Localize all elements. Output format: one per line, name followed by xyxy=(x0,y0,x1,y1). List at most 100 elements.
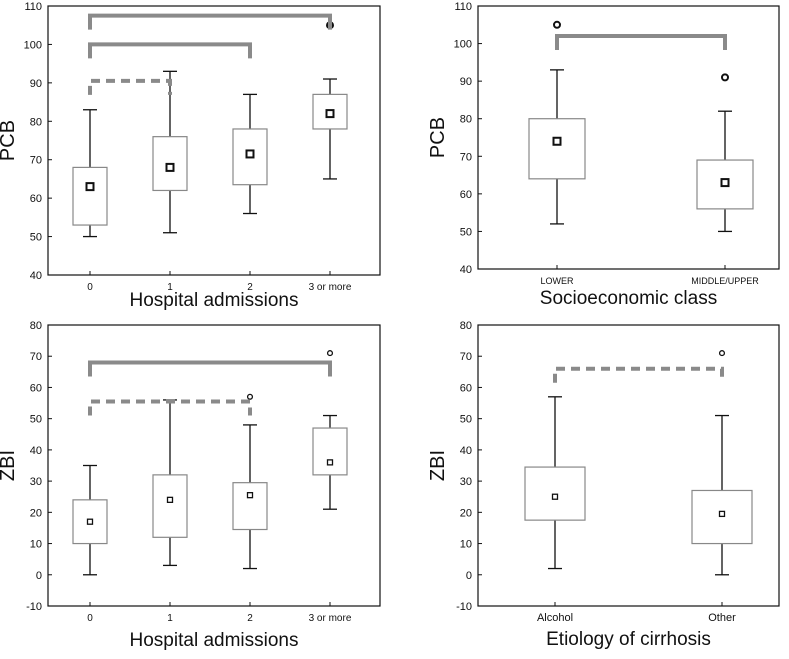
y-tick-label: 80 xyxy=(30,116,42,128)
y-tick-label: 100 xyxy=(24,39,42,51)
box-3 xyxy=(232,393,268,570)
box-1 xyxy=(524,396,586,570)
y-axis-title: PCB xyxy=(427,117,449,158)
outlier-point xyxy=(246,393,254,400)
significance-bracket-1 xyxy=(88,78,172,95)
x-tick-label: 0 xyxy=(87,613,93,624)
median-marker xyxy=(85,182,95,192)
y-tick-label: 110 xyxy=(24,1,42,13)
y-tick-label: 50 xyxy=(30,414,42,426)
median-marker xyxy=(165,162,175,172)
x-tick-label: 1 xyxy=(167,613,173,624)
x-tick-label: 3 or more xyxy=(309,282,352,293)
x-axis-title: Socioeconomic class xyxy=(540,288,717,309)
x-axis-title: Etiology of cirrhosis xyxy=(546,629,711,650)
y-tick-label: 10 xyxy=(30,539,42,551)
y-tick-label: 70 xyxy=(460,151,472,163)
significance-bracket-2 xyxy=(88,360,332,377)
box-1 xyxy=(72,464,108,576)
significance-bracket-1 xyxy=(88,399,252,416)
y-tick-label: 0 xyxy=(466,570,472,582)
median-marker xyxy=(325,109,335,119)
y-tick-label: 50 xyxy=(30,232,42,244)
y-tick-label: 60 xyxy=(30,193,42,205)
median-marker xyxy=(166,496,174,503)
box-2 xyxy=(152,70,188,234)
x-tick-label: 2 xyxy=(247,282,253,293)
x-tick-label: LOWER xyxy=(540,276,574,286)
y-tick-label: -10 xyxy=(26,601,42,613)
box-1 xyxy=(528,20,586,225)
y-tick-label: 50 xyxy=(460,226,472,238)
y-tick-label: 80 xyxy=(460,114,472,126)
y-tick-label: 30 xyxy=(30,476,42,488)
x-tick-label: 0 xyxy=(87,282,93,293)
median-marker xyxy=(720,178,730,188)
plot-frame xyxy=(477,324,780,607)
box-4 xyxy=(312,21,348,180)
box-1 xyxy=(72,109,108,238)
y-tick-label: 20 xyxy=(30,507,42,519)
plot-frame xyxy=(477,5,780,270)
x-tick-label: 1 xyxy=(167,282,173,293)
outlier-point xyxy=(721,73,729,82)
y-tick-label: 30 xyxy=(460,476,472,488)
box-2 xyxy=(696,73,754,233)
y-tick-label: 60 xyxy=(460,189,472,201)
x-axis-title: Hospital admissions xyxy=(130,290,299,311)
y-axis-title: PCB xyxy=(0,120,19,161)
x-tick-label: MIDDLE/UPPER xyxy=(691,276,759,286)
box-4 xyxy=(312,350,348,510)
median-marker xyxy=(551,493,559,500)
y-tick-label: 70 xyxy=(30,351,42,363)
y-tick-label: 80 xyxy=(460,320,472,332)
y-tick-label: 80 xyxy=(30,320,42,332)
y-tick-label: -10 xyxy=(456,601,472,613)
plot-frame xyxy=(47,324,381,607)
median-marker xyxy=(246,492,254,499)
box-iqr xyxy=(232,482,268,531)
median-marker xyxy=(245,149,255,159)
box-2 xyxy=(152,399,188,567)
box-iqr xyxy=(152,474,188,538)
x-tick-label: 3 or more xyxy=(309,613,352,624)
x-tick-label: Other xyxy=(708,612,736,624)
significance-bracket-1 xyxy=(555,34,727,51)
outlier-point xyxy=(718,350,726,357)
y-tick-label: 40 xyxy=(30,445,42,457)
y-tick-label: 50 xyxy=(460,414,472,426)
box-iqr xyxy=(528,118,586,180)
outlier-point xyxy=(326,350,334,357)
box-iqr xyxy=(72,499,108,545)
y-tick-label: 20 xyxy=(460,507,472,519)
plot-frame xyxy=(47,5,381,276)
significance-bracket-1 xyxy=(553,366,724,383)
median-marker xyxy=(86,518,94,525)
y-tick-label: 40 xyxy=(460,445,472,457)
y-tick-label: 70 xyxy=(460,351,472,363)
y-axis-title: ZBI xyxy=(427,450,449,481)
x-tick-label: Alcohol xyxy=(537,612,573,624)
x-tick-label: 2 xyxy=(247,613,253,624)
y-tick-label: 110 xyxy=(454,1,472,13)
median-marker xyxy=(718,510,726,518)
y-tick-label: 90 xyxy=(30,78,42,90)
y-tick-label: 60 xyxy=(460,382,472,394)
box-3 xyxy=(232,93,268,215)
x-axis-title: Hospital admissions xyxy=(130,630,299,651)
significance-bracket-3 xyxy=(88,13,332,30)
y-tick-label: 10 xyxy=(460,539,472,551)
y-tick-label: 40 xyxy=(460,264,472,276)
y-tick-label: 0 xyxy=(36,570,42,582)
median-marker xyxy=(552,136,562,146)
box-2 xyxy=(691,350,753,576)
y-tick-label: 40 xyxy=(30,270,42,282)
outlier-point xyxy=(553,20,561,29)
box-iqr xyxy=(312,427,348,476)
median-marker xyxy=(326,459,334,466)
y-tick-label: 60 xyxy=(30,382,42,394)
significance-bracket-2 xyxy=(88,42,252,59)
